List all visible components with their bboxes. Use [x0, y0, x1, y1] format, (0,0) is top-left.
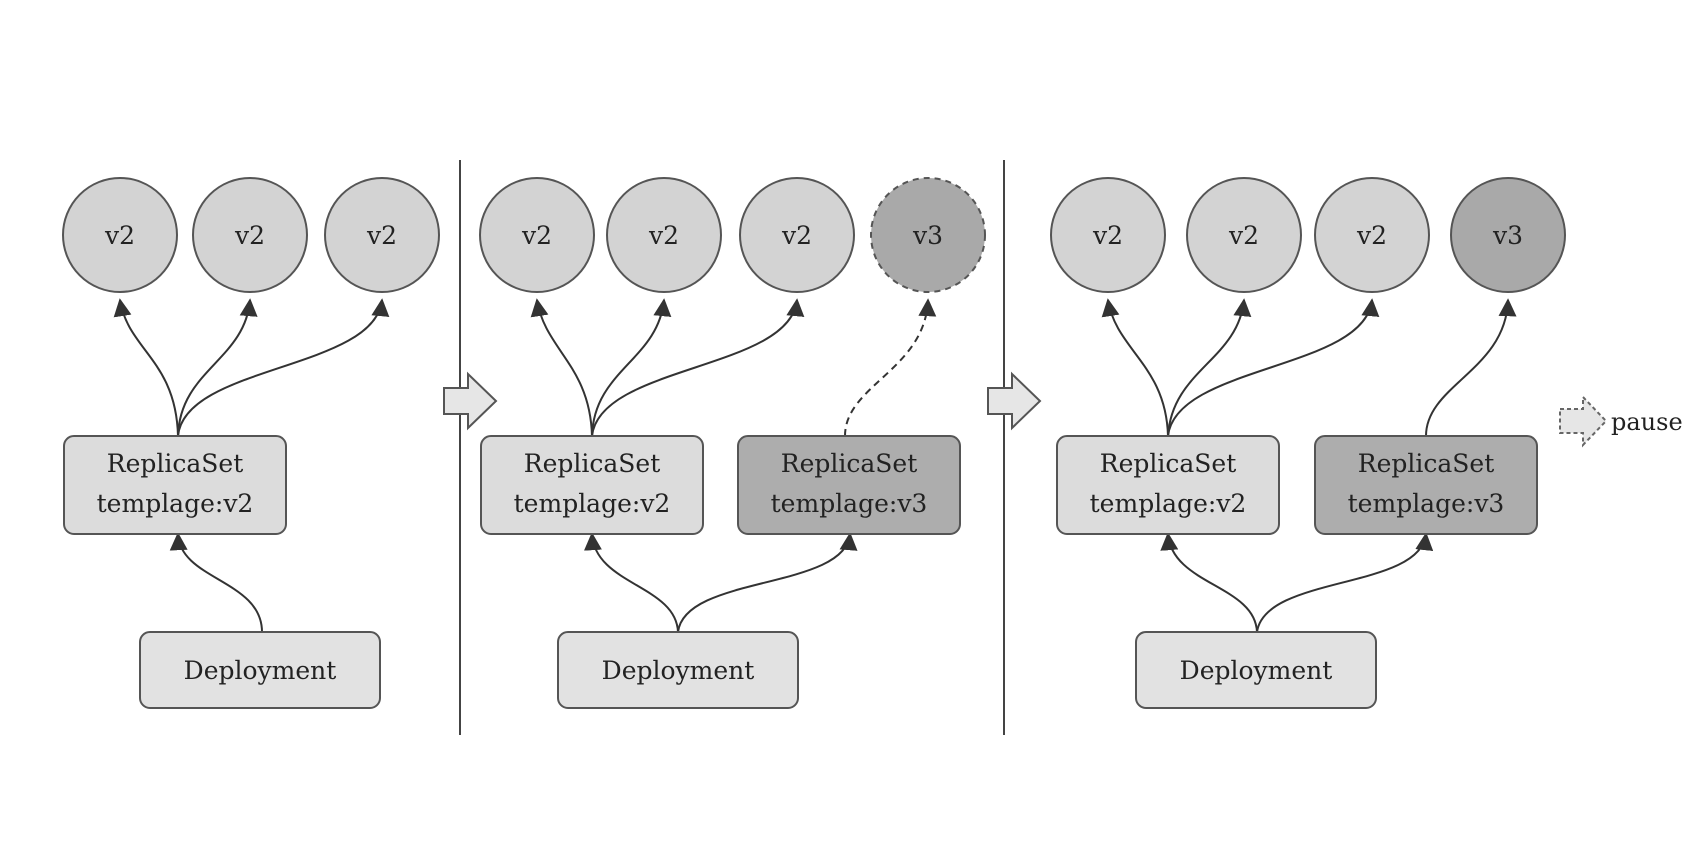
deployment-box: Deployment: [1135, 631, 1377, 709]
replicaset-box: ReplicaSet templage:v3: [1314, 435, 1538, 535]
replicaset-box: ReplicaSet templage:v3: [737, 435, 961, 535]
pod-label: v2: [104, 221, 135, 250]
replicaset-template: templage:v2: [514, 489, 671, 518]
pod-label: v2: [781, 221, 812, 250]
edge-rs-to-pod-creating: [844, 298, 937, 437]
pod: v2: [1314, 177, 1430, 293]
replicaset-box: ReplicaSet templage:v2: [63, 435, 287, 535]
pod-label: v2: [366, 221, 397, 250]
pause-legend: pause: [1559, 394, 1683, 448]
pod-label: v2: [1356, 221, 1387, 250]
edge-rs-to-pod: [591, 298, 672, 437]
pod-label: v2: [1092, 221, 1123, 250]
edge-rs-to-pod: [1425, 298, 1517, 437]
pod-label: v2: [521, 221, 552, 250]
deployment-label: Deployment: [602, 656, 755, 685]
replicaset-template: templage:v3: [771, 489, 928, 518]
edge-rs-to-pod: [1101, 298, 1169, 437]
pause-arrow-icon: [1559, 394, 1608, 448]
pod: v3: [1450, 177, 1566, 293]
stage-3: v2 v2 v2 v3 ReplicaSet templage:v2 Repli…: [1050, 177, 1566, 709]
pod: v2: [192, 177, 308, 293]
edge-rs-to-pod: [177, 298, 258, 437]
pod-label: v3: [1492, 221, 1523, 250]
replicaset-template: templage:v3: [1348, 489, 1505, 518]
replicaset-box: ReplicaSet templage:v2: [480, 435, 704, 535]
pause-label: pause: [1611, 408, 1683, 436]
edge-deployment-to-rs: [1256, 532, 1434, 633]
replicaset-title: ReplicaSet: [107, 449, 244, 478]
pod: v2: [324, 177, 440, 293]
edge-deployment-to-rs: [1160, 532, 1258, 633]
edge-deployment-to-rs: [169, 532, 263, 633]
replicaset-title: ReplicaSet: [524, 449, 661, 478]
replicaset-box: ReplicaSet templage:v2: [1056, 435, 1280, 535]
edge-rs-to-pod: [1167, 298, 1252, 437]
edge-rs-to-pod: [591, 298, 805, 437]
deployment-label: Deployment: [1180, 656, 1333, 685]
deployment-box: Deployment: [139, 631, 381, 709]
deployment-box: Deployment: [557, 631, 799, 709]
edge-rs-to-pod: [113, 298, 179, 437]
stage-2: v2 v2 v2 v3 ReplicaSet templage:v2 Repli…: [479, 177, 986, 709]
replicaset-template: templage:v2: [1090, 489, 1247, 518]
edge-deployment-to-rs: [677, 532, 858, 633]
edge-rs-to-pod: [1167, 298, 1380, 437]
transition-arrow-icon: [987, 371, 1042, 431]
replicaset-title: ReplicaSet: [781, 449, 918, 478]
pod: v2: [62, 177, 178, 293]
pod-label: v2: [1228, 221, 1259, 250]
replicaset-title: ReplicaSet: [1358, 449, 1495, 478]
pod-label: v2: [648, 221, 679, 250]
pod: v2: [739, 177, 855, 293]
deployment-label: Deployment: [184, 656, 337, 685]
pod: v2: [479, 177, 595, 293]
pod: v2: [606, 177, 722, 293]
pod: v2: [1186, 177, 1302, 293]
edge-rs-to-pod: [177, 298, 390, 437]
edge-rs-to-pod: [530, 298, 593, 437]
edge-deployment-to-rs: [583, 532, 679, 633]
replicaset-template: templage:v2: [97, 489, 254, 518]
pod-creating: v3: [870, 177, 986, 293]
stage-1: v2 v2 v2 ReplicaSet templage:v2 Deployme…: [62, 177, 440, 709]
pod-label: v2: [234, 221, 265, 250]
pod-label: v3: [912, 221, 943, 250]
pod: v2: [1050, 177, 1166, 293]
transition-arrow-icon: [443, 371, 498, 431]
replicaset-title: ReplicaSet: [1100, 449, 1237, 478]
